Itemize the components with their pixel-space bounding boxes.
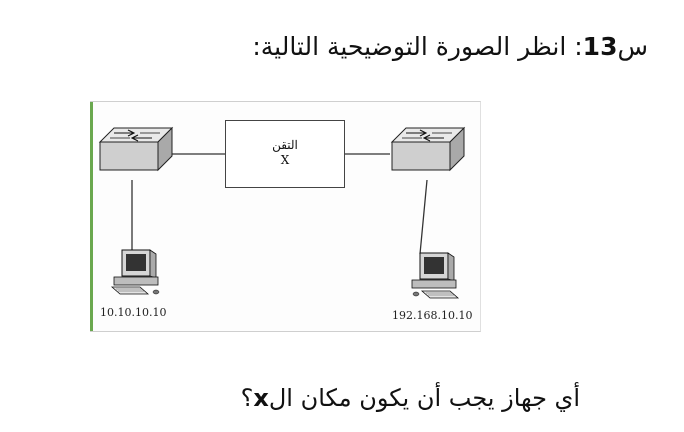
device-label: التقن: [272, 138, 298, 152]
question-title: س13: انظر الصورة التوضيحية التالية:: [20, 30, 648, 64]
left-computer-icon: [110, 249, 160, 295]
link-right-switch-pc: [419, 179, 428, 255]
question-number: 13: [582, 32, 618, 61]
question-prefix: س: [617, 32, 648, 61]
prompt-text: أي جهاز يجب أن يكون مكان ال: [268, 384, 580, 412]
figure-accent-bar: [90, 102, 93, 331]
right-switch-icon: [390, 126, 466, 172]
network-diagram-lines: [98, 126, 466, 299]
prompt-question-mark: ؟: [240, 384, 254, 412]
question-instruction: : انظر الصورة التوضيحية التالية:: [252, 32, 583, 61]
device-symbol: X: [280, 153, 290, 167]
prompt-bold-x: x: [253, 384, 269, 412]
right-computer-icon: [411, 252, 460, 299]
left-ip-address: 10.10.10.10: [100, 306, 167, 319]
network-diagram: التقن X 10.10.10.10 192.168.10.10: [90, 101, 481, 332]
left-switch-icon: [98, 126, 174, 172]
question-prompt: أي جهاز يجب أن يكون مكان الx؟: [20, 382, 580, 414]
unknown-device-box: التقن X: [225, 120, 345, 188]
right-ip-address: 192.168.10.10: [392, 309, 473, 322]
